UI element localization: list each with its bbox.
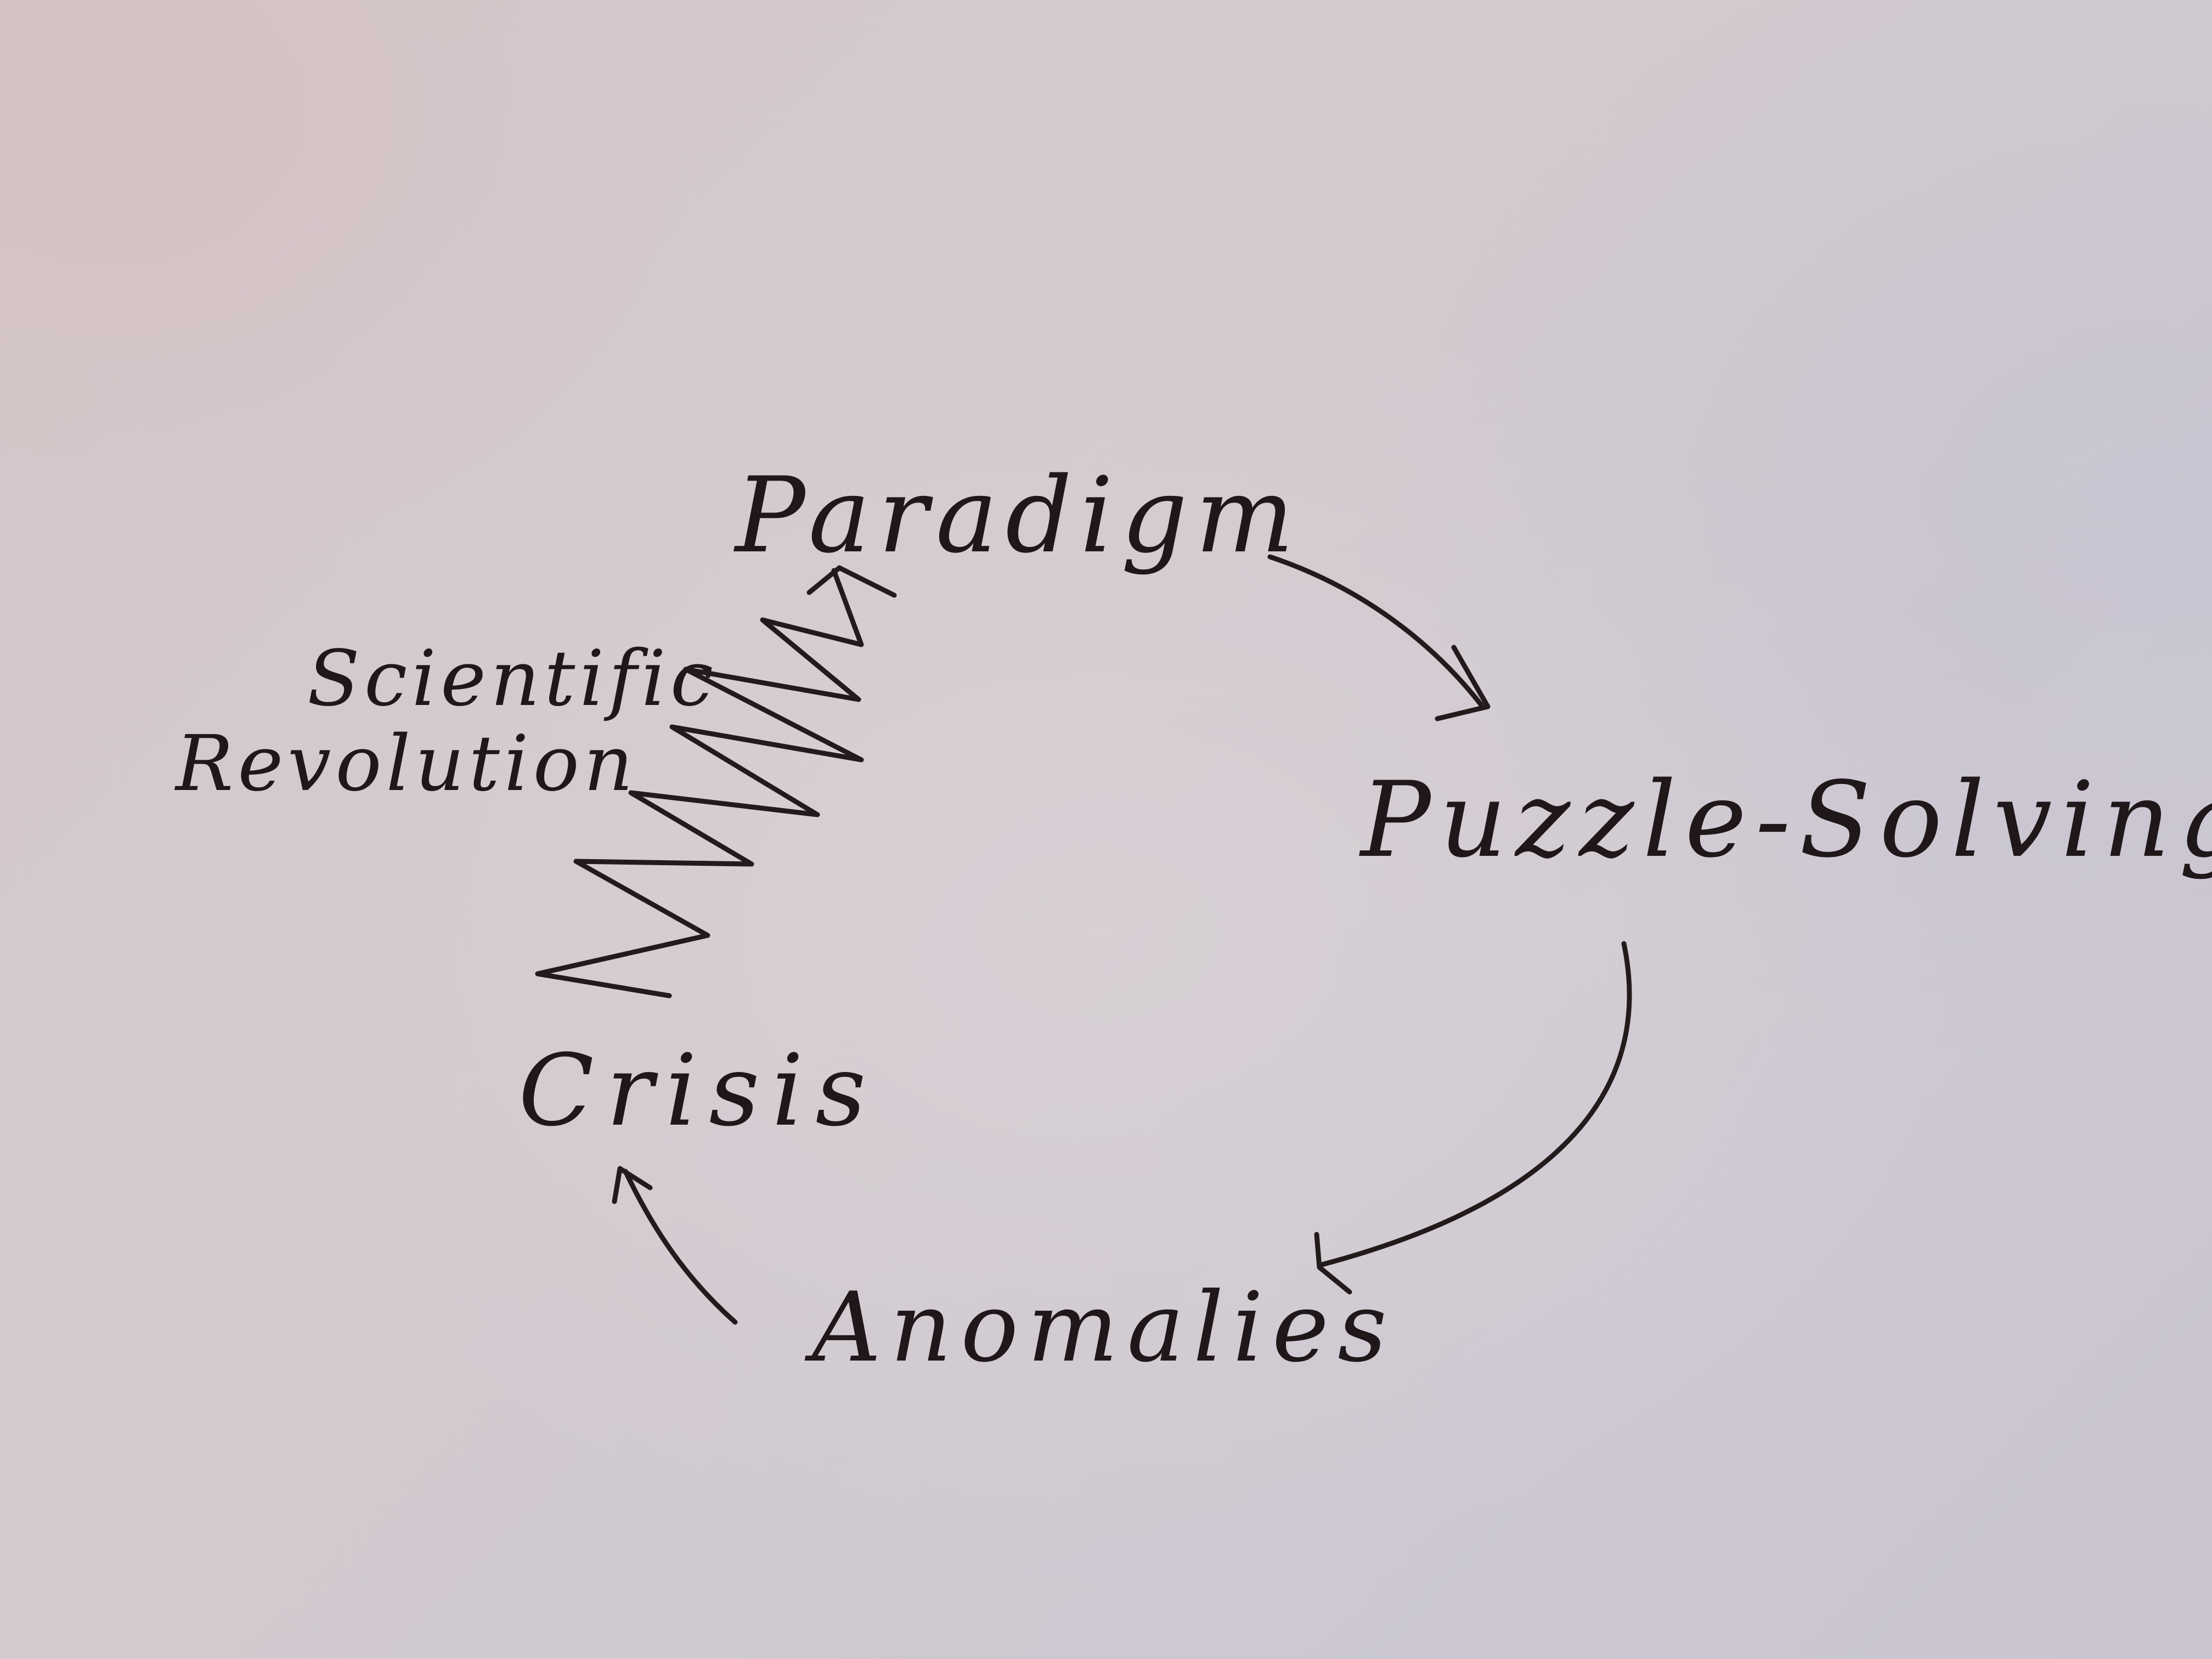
node-anomalies: Anomalies [804, 1272, 1396, 1384]
label-scientific: Scientific [307, 634, 718, 724]
label-revolution: Revolution [174, 719, 637, 809]
node-crisis: Crisis [518, 1034, 878, 1148]
node-puzzle-solving: Puzzle-Solving [1359, 759, 2212, 881]
zigzag-scientific-revolution [535, 565, 897, 998]
arrow-puzzle-solving-to-anomalies [1314, 941, 1632, 1295]
arrow-anomalies-to-crisis [612, 1166, 738, 1325]
arrow-paradigm-to-puzzle-solving [1267, 554, 1491, 721]
node-paradigm: Paradigm [733, 455, 1302, 576]
